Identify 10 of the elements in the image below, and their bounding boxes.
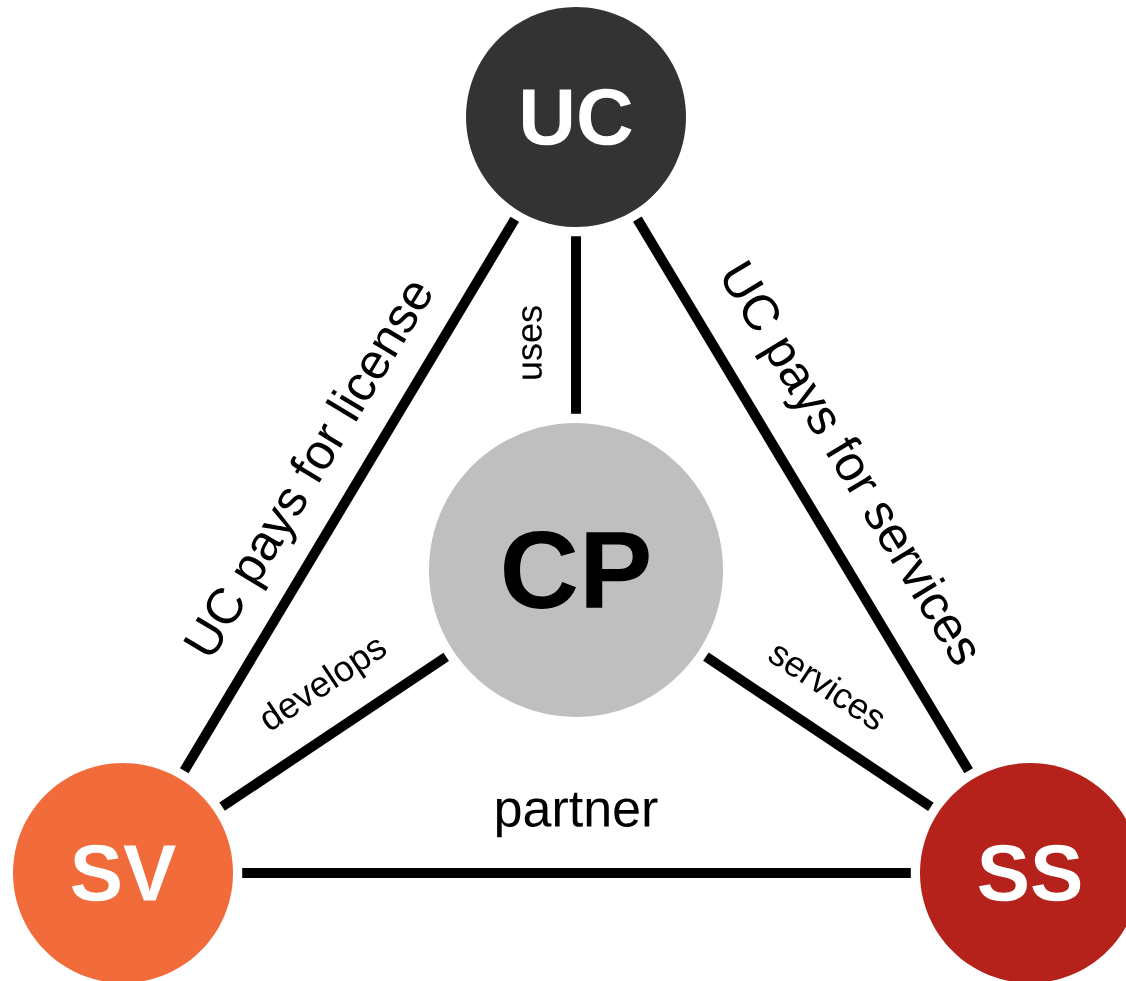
connector-line — [219, 652, 449, 811]
connector-line — [703, 652, 934, 811]
connector-line — [180, 216, 520, 774]
edge-label: uses — [522, 306, 542, 379]
edge-label: partner — [497, 792, 658, 838]
connector-line — [633, 216, 973, 774]
connector-line — [242, 868, 911, 878]
circle-node: UC — [466, 7, 686, 227]
connector-line — [571, 236, 581, 414]
circle-node: CP — [429, 423, 723, 717]
